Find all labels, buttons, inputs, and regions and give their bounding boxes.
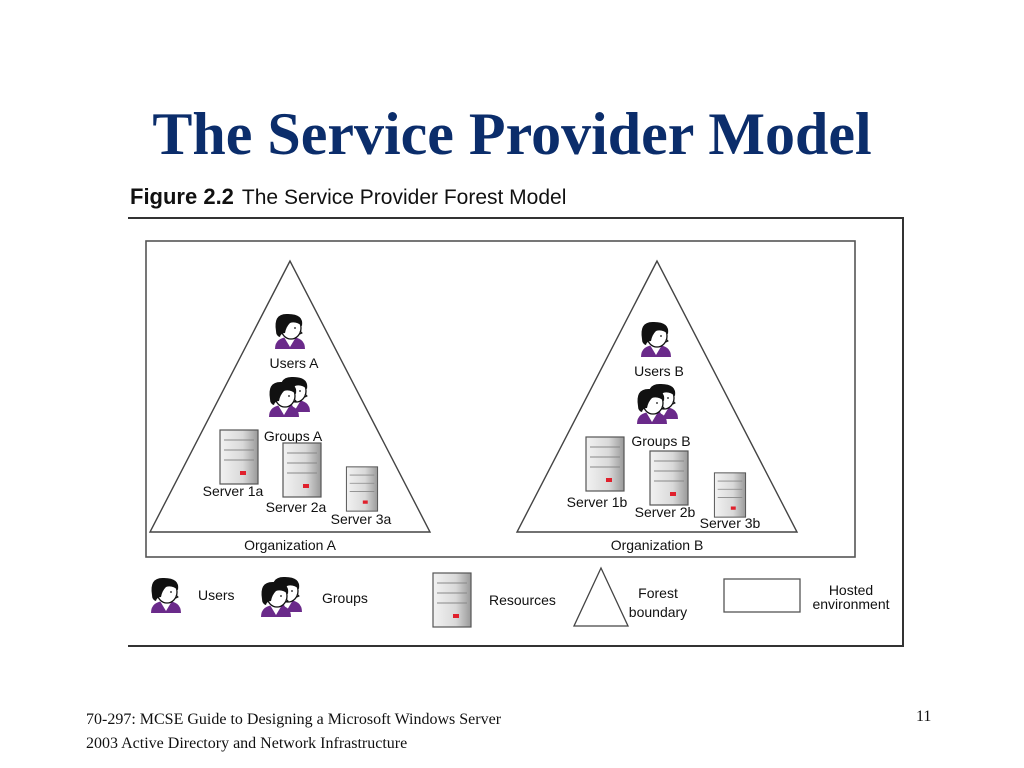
forest-boundary-triangle-b (515, 259, 799, 533)
legend-groups-icon (261, 577, 302, 617)
legend-forest-label-line1: Forest (638, 585, 678, 601)
groups-b-icon (637, 384, 678, 424)
footer-line-2: 2003 Active Directory and Network Infras… (86, 735, 408, 752)
legend-hosted-label-line1: Hosted (829, 582, 873, 598)
legend-forest-label-line2: boundary (629, 604, 687, 620)
legend: Users Groups Resources Forest boundary H… (150, 566, 890, 628)
legend-forest-icon (572, 566, 630, 627)
users-b-icon (640, 321, 672, 358)
server-3a-icon (345, 466, 379, 512)
legend-users-label: Users (198, 587, 235, 603)
figure-title: The Service Provider Forest Model (241, 186, 567, 209)
hosted-environment-box (145, 240, 856, 558)
footer-text: 70-297: MCSE Guide to Designing a Micros… (86, 708, 501, 756)
figure-number: Figure 2.2 (130, 184, 234, 209)
server-2b-icon (649, 450, 689, 506)
legend-resources-icon (432, 572, 472, 628)
server-2a-label: Server 2a (266, 499, 327, 515)
groups-b-label: Groups B (631, 433, 690, 449)
server-1a-label: Server 1a (203, 483, 264, 499)
server-3b-icon (713, 472, 747, 518)
server-1b-icon (585, 436, 625, 492)
figure-frame: Users A Groups A Server 1a Server 2a Ser… (128, 217, 904, 647)
forest-organization-b: Users B Groups B Server 1b Server 2b Ser… (515, 259, 799, 553)
groups-a-label: Groups A (264, 428, 323, 444)
organization-b-label: Organization B (611, 537, 704, 553)
legend-hosted-label-line2: environment (812, 596, 889, 612)
users-a-label: Users A (269, 355, 319, 371)
legend-groups-label: Groups (322, 590, 368, 606)
users-b-label: Users B (634, 363, 684, 379)
server-1b-label: Server 1b (567, 494, 628, 510)
page-number: 11 (916, 708, 932, 725)
server-1a-icon (219, 429, 259, 485)
forest-boundary-triangle-a (148, 259, 432, 533)
forest-model-diagram: Users A Groups A Server 1a Server 2a Ser… (145, 240, 890, 628)
server-2b-label: Server 2b (635, 504, 696, 520)
server-3b-label: Server 3b (700, 515, 761, 531)
server-2a-icon (282, 442, 322, 498)
forest-organization-a: Users A Groups A Server 1a Server 2a Ser… (148, 259, 432, 553)
groups-a-icon (269, 377, 310, 417)
page-title: The Service Provider Model (152, 101, 872, 167)
organization-a-label: Organization A (244, 537, 336, 553)
legend-hosted-icon (723, 578, 801, 613)
server-3a-label: Server 3a (331, 511, 392, 527)
users-a-icon (274, 313, 306, 350)
footer-line-1: 70-297: MCSE Guide to Designing a Micros… (86, 711, 502, 728)
legend-resources-label: Resources (489, 592, 556, 608)
figure-caption: Figure 2.2 The Service Provider Forest Mo… (130, 184, 566, 210)
legend-users-icon (150, 577, 182, 614)
